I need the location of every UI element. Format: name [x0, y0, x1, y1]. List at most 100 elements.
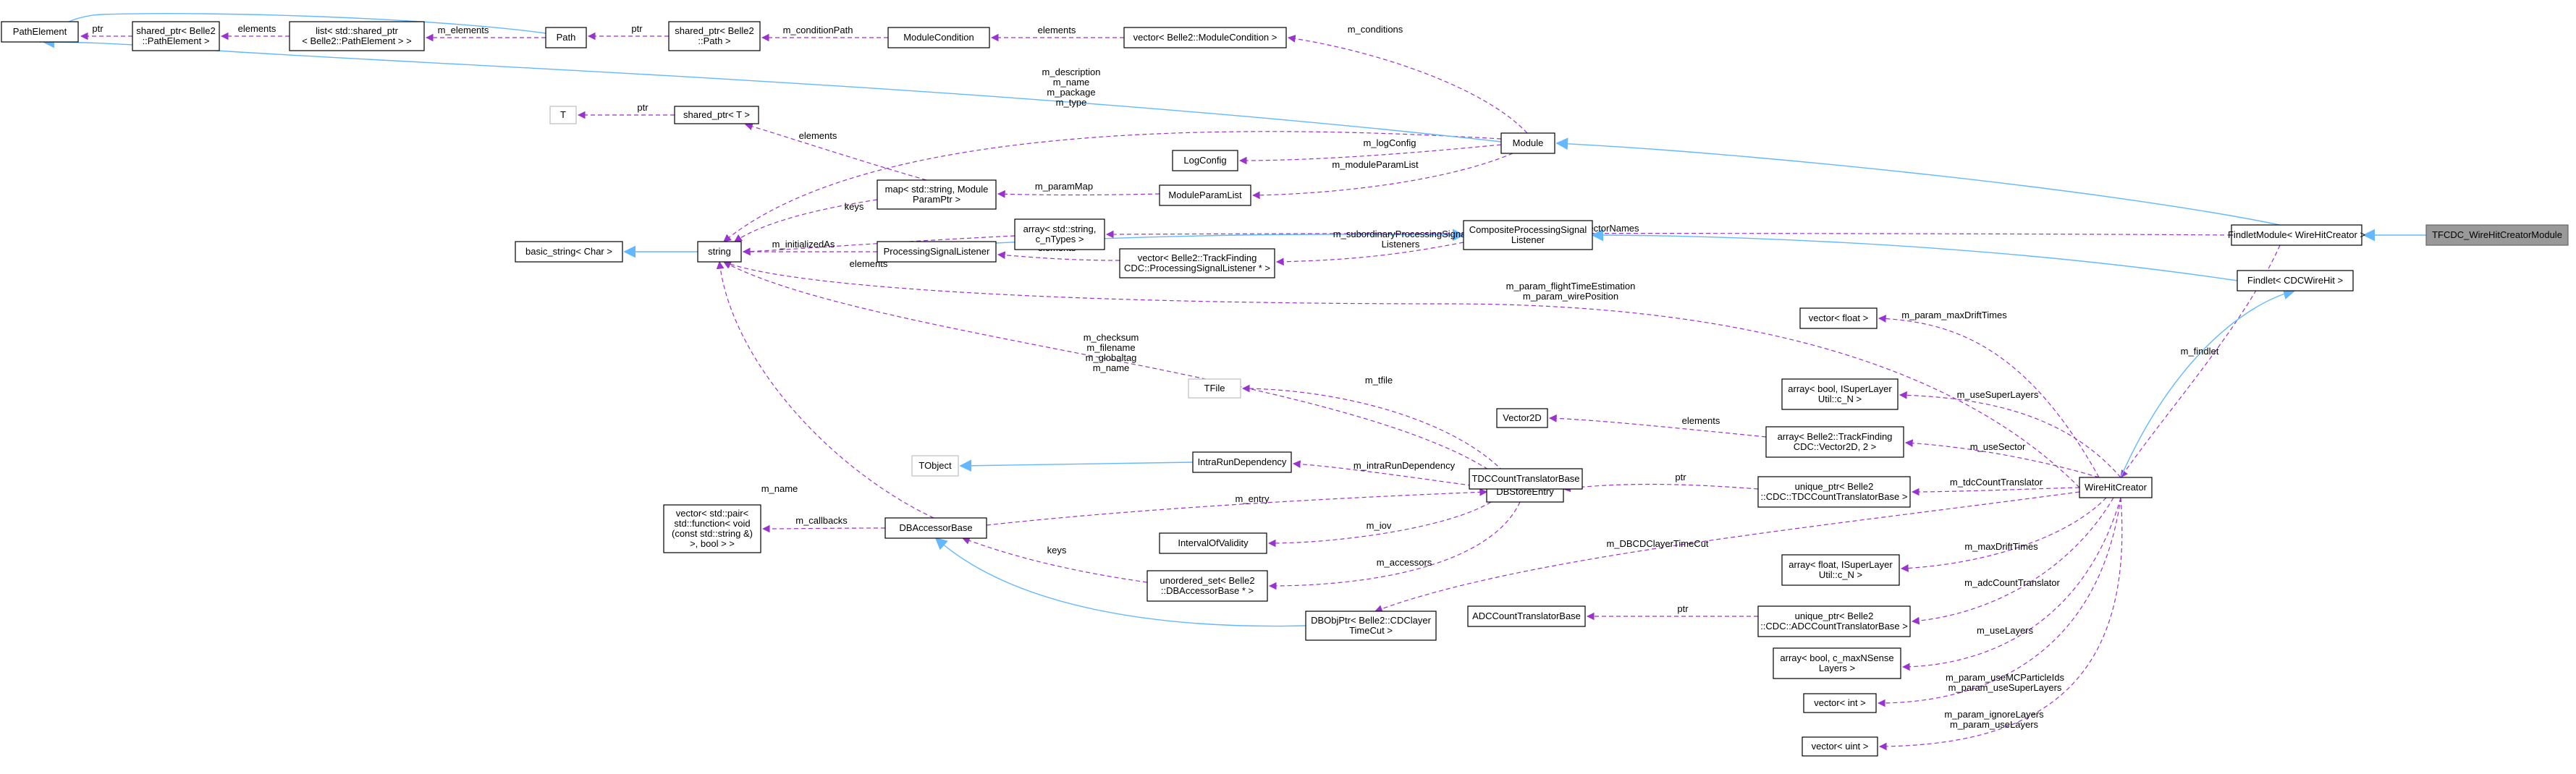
node-intrarundependency[interactable]: IntraRunDependency — [1192, 451, 1292, 473]
node-vector-pair-function[interactable]: vector< std::pair<std::function< void(co… — [663, 504, 761, 553]
edge-label-e2: elements — [238, 23, 276, 34]
node-label: IntervalOfValidity — [1178, 537, 1249, 548]
node-logconfig[interactable]: LogConfig — [1172, 150, 1238, 171]
node-label: T — [560, 109, 566, 120]
node-vector2d[interactable]: Vector2D — [1496, 408, 1548, 428]
node-module[interactable]: Module — [1500, 132, 1555, 154]
node-vector-modulecondition[interactable]: vector< Belle2::ModuleCondition > — [1123, 27, 1287, 48]
node-shared-ptr-path[interactable]: shared_ptr< Belle2::Path > — [668, 21, 761, 51]
node-shared-ptr-t[interactable]: shared_ptr< T > — [674, 106, 759, 124]
node-label: vector< float > — [1809, 312, 1868, 323]
usage-edge-e39 — [1911, 497, 2114, 625]
node-tfcdc-wirehitcreatormodule[interactable]: TFCDC_WireHitCreatorModule — [2425, 224, 2569, 246]
node-string[interactable]: string — [697, 241, 742, 263]
edge-label-e17: m_initializedAs — [772, 239, 835, 250]
usage-edge-e38 — [1900, 497, 2107, 572]
node-shared-ptr-pathelement[interactable]: shared_ptr< Belle2::PathElement > — [132, 21, 220, 51]
node-tfile[interactable]: TFile — [1188, 378, 1241, 399]
node-path[interactable]: Path — [545, 27, 587, 48]
node-findletmodule[interactable]: FindletModule< WireHitCreator > — [2228, 224, 2365, 246]
edge-label-e38: m_maxDriftTimes — [1964, 541, 2038, 552]
node-modulecondition[interactable]: ModuleCondition — [887, 27, 990, 48]
usage-edge-e35 — [1904, 439, 2100, 478]
node-tdccounttranslatorbase[interactable]: TDCCountTranslatorBase — [1469, 468, 1583, 490]
usage-edge-e21 — [1878, 315, 2100, 478]
node-intervalofvalidity[interactable]: IntervalOfValidity — [1159, 532, 1267, 554]
usage-edge-e22 — [2120, 244, 2281, 478]
node-array-string[interactable]: array< std::string,c_nTypes > — [1014, 218, 1105, 250]
node-label: IntraRunDependency — [1198, 456, 1287, 467]
node-t[interactable]: T — [549, 106, 577, 124]
node-label: PathElement — [13, 26, 67, 37]
usage-edge-e37 — [1911, 487, 2080, 496]
node-dbaccessorbase[interactable]: DBAccessorBase — [884, 517, 987, 539]
edge-label-e8: ptr — [637, 102, 649, 113]
node-label: array< std::string,c_nTypes > — [1023, 224, 1097, 244]
nodes-layer: PathElement shared_ptr< Belle2::PathEleme… — [1, 21, 2569, 757]
edge-label-e12: m_moduleParamList — [1332, 159, 1419, 170]
usage-edge-e14 — [734, 199, 878, 242]
node-label: Vector2D — [1503, 412, 1541, 423]
edge-label-e30: m_name — [761, 483, 798, 494]
usage-edge-e31 — [961, 537, 1148, 583]
edge-label-e37: m_tdcCountTranslator — [1950, 477, 2043, 488]
edge-label-e40: ptr — [1677, 603, 1689, 614]
node-label: TDCCountTranslatorBase — [1471, 473, 1579, 484]
node-label: unique_ptr< Belle2::CDC::ADCCountTransla… — [1760, 611, 1908, 631]
node-label: LogConfig — [1183, 155, 1226, 166]
node-label: vector< Belle2::ModuleCondition > — [1133, 32, 1278, 43]
usage-edge-e19 — [1275, 242, 1464, 266]
node-label: FindletModule< WireHitCreator > — [2228, 229, 2365, 240]
node-wirehitcreator[interactable]: WireHitCreator — [2079, 477, 2153, 498]
node-vector-int[interactable]: vector< int > — [1803, 693, 1877, 713]
node-adccounttranslatorbase[interactable]: ADCCountTranslatorBase — [1467, 605, 1586, 627]
usage-edge-e42 — [1877, 497, 2121, 707]
usage-edge-e7 — [1287, 35, 1528, 134]
inheritance-edge-inh8 — [1591, 229, 2238, 281]
node-label: ModuleParamList — [1168, 190, 1242, 200]
node-processingsignallistener[interactable]: ProcessingSignalListener — [877, 241, 997, 263]
usage-edge-e12 — [1251, 153, 1513, 200]
node-tobject[interactable]: TObject — [911, 455, 959, 477]
edge-label-e4: ptr — [631, 23, 643, 34]
usage-edge-e23 — [723, 261, 1506, 482]
node-vector-uint[interactable]: vector< uint > — [1802, 736, 1878, 757]
node-unordered-set-dbaccessorbase[interactable]: unordered_set< Belle2::DBAccessorBase * … — [1146, 570, 1268, 602]
node-label: ADCCountTranslatorBase — [1472, 611, 1581, 621]
node-pathelement[interactable]: PathElement — [1, 21, 79, 43]
edge-label-e31: keys — [1047, 545, 1067, 556]
node-list-shared-ptr[interactable]: list< std::shared_ptr< Belle2::PathEleme… — [289, 21, 425, 51]
edge-label-e34: m_useSuperLayers — [1957, 389, 2039, 400]
edge-label-e21: m_param_maxDriftTimes — [1901, 310, 2007, 320]
node-vector-float[interactable]: vector< float > — [1799, 307, 1878, 329]
edge-label-e39: m_adcCountTranslator — [1964, 577, 2060, 588]
node-label: string — [708, 246, 731, 257]
node-unique-ptr-tdc[interactable]: unique_ptr< Belle2::CDC::TDCCountTransla… — [1757, 476, 1911, 508]
node-label: list< std::shared_ptr< Belle2::PathEleme… — [302, 25, 411, 46]
usage-edge-e20 — [722, 260, 2080, 488]
usage-edge-e18 — [997, 251, 1120, 261]
node-unique-ptr-adc[interactable]: unique_ptr< Belle2::CDC::ADCCountTransla… — [1757, 605, 1911, 637]
node-moduleparamlist[interactable]: ModuleParamList — [1159, 184, 1251, 206]
node-findlet-cdcwirehit[interactable]: Findlet< CDCWireHit > — [2237, 270, 2354, 292]
node-label: WireHitCreator — [2085, 482, 2148, 493]
node-label: shared_ptr< T > — [683, 109, 750, 120]
edge-label-e25: m_intraRunDependency — [1354, 460, 1456, 471]
node-label: TObject — [919, 460, 952, 471]
usage-edge-e16 — [742, 235, 1015, 255]
node-basic-string[interactable]: basic_string< Char > — [515, 241, 623, 263]
